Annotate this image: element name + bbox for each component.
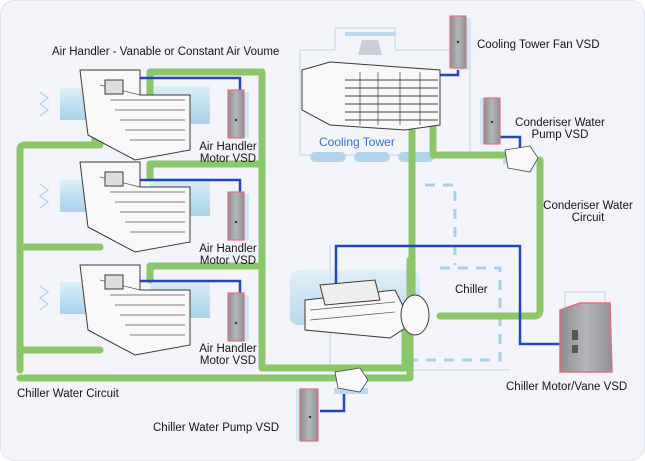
ahu3-vsd-cable bbox=[110, 279, 242, 293]
ahu-supply-header bbox=[146, 68, 266, 372]
air-handler-vsd-2-label-line1: Air Handler bbox=[199, 243, 257, 255]
condenser-pump-vsd-label: Conderiser Water Pump VSD bbox=[510, 117, 610, 141]
water-piping bbox=[16, 68, 544, 382]
cooling-tower-label: Cooling Tower bbox=[319, 135, 395, 149]
air-handler-unit-icon bbox=[79, 264, 191, 356]
condenser-pump-vsd-label-line2: Pump VSD bbox=[531, 129, 589, 141]
air-handler-vsd-1-label-line2: Motor VSD bbox=[199, 153, 257, 165]
basin-oval-2 bbox=[354, 152, 390, 162]
chiller-supply-pipe bbox=[258, 326, 409, 372]
vsd-cabinets bbox=[227, 15, 501, 442]
condenser-circuit-label-line1: Conderiser Water bbox=[543, 200, 633, 212]
chiller-motor-vsd-label: Chiller Motor/Vane VSD bbox=[506, 381, 628, 393]
air-handler-units bbox=[79, 69, 191, 356]
large-vsd-cabinet-icon bbox=[559, 291, 613, 373]
vsd-cabinet-icon bbox=[227, 191, 249, 241]
ahu2-vsd-cable bbox=[110, 178, 242, 192]
fan-stack-body bbox=[358, 40, 382, 55]
ahu3-supply-branch bbox=[146, 262, 266, 284]
ahu1-vsd-cable bbox=[110, 76, 242, 90]
vsd-cabinet-icon bbox=[296, 388, 319, 442]
basin-oval-3 bbox=[398, 152, 434, 162]
vsd-cabinet-icon bbox=[449, 15, 471, 70]
chiller-water-pump-vsd-label: Chiller Water Pump VSD bbox=[153, 422, 280, 434]
condenser-circuit-label-line2: Circuit bbox=[571, 212, 605, 224]
cooling-tower-ghost-outline bbox=[299, 27, 471, 156]
condenser-to-pump bbox=[429, 121, 514, 159]
chiller-icon bbox=[304, 279, 430, 339]
air-handler-unit-icon bbox=[79, 69, 191, 161]
chiller-water-circuit-left-riser bbox=[16, 141, 104, 374]
fan-stack-top bbox=[345, 32, 395, 36]
air-handler-vsd-1-label: Air Handler Motor VSD bbox=[197, 141, 259, 165]
air-handler-vsd-3-label: Air Handler Motor VSD bbox=[197, 343, 259, 367]
ahu2-supply-branch bbox=[146, 160, 266, 182]
basin-oval-1 bbox=[310, 152, 346, 162]
vsd-cabinet-icon bbox=[227, 89, 249, 139]
ahu3-flex-connector bbox=[38, 285, 50, 311]
air-handler-vsd-2-label: Air Handler Motor VSD bbox=[197, 243, 259, 267]
chiller-label: Chiller bbox=[455, 284, 488, 296]
condenser-pump-vsd-label-line1: Conderiser Water bbox=[515, 117, 605, 129]
chiller-water-circuit-label: Chiller Water Circuit bbox=[17, 388, 119, 400]
air-handler-vsd-2-label-line2: Motor VSD bbox=[199, 255, 257, 267]
ghost-dashed-ducts bbox=[410, 183, 502, 362]
condenser-water-circuit-label: Conderiser Water Circuit bbox=[538, 200, 638, 224]
ahu1-flex-connector bbox=[38, 91, 50, 117]
air-handler-title-label: Air Handler - Vanable or Constant Air Vo… bbox=[52, 46, 280, 58]
cooling-tower-basin-ovals bbox=[310, 152, 434, 162]
cooling-tower-icon bbox=[301, 61, 441, 131]
condenser-pump-icon bbox=[503, 145, 539, 173]
air-handler-vsd-1-label-line1: Air Handler bbox=[199, 141, 257, 153]
chiller-pump-icon bbox=[334, 367, 369, 394]
vsd-cabinet-icon bbox=[227, 292, 249, 342]
air-handler-unit-icon bbox=[79, 161, 191, 253]
ahu2-flex-connector bbox=[38, 183, 50, 209]
cooling-tower-fan-stack bbox=[345, 32, 395, 55]
air-handler-vsd-3-label-line1: Air Handler bbox=[199, 343, 257, 355]
cooling-tower-fan-vsd-label: Cooling Tower Fan VSD bbox=[477, 39, 600, 51]
vsd-cabinet-icon bbox=[480, 97, 501, 145]
chiller-motor-cable bbox=[334, 244, 562, 346]
dashed-duct-1 bbox=[425, 183, 457, 265]
air-handler-vsd-3-label-line2: Motor VSD bbox=[199, 355, 257, 367]
condenser-water-circuit-return bbox=[436, 156, 544, 320]
